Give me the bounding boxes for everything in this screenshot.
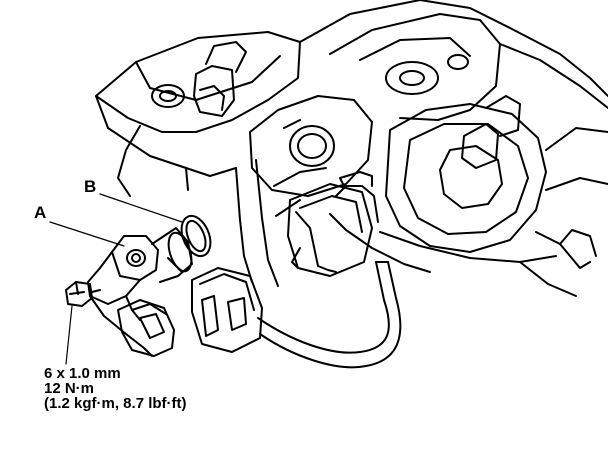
leader-line-a — [50, 222, 124, 246]
engine-block — [96, 0, 608, 296]
camshaft-position-sensor — [88, 228, 196, 356]
engine-connector — [288, 172, 378, 276]
torque-nm: 12 N·m — [44, 380, 95, 397]
mounting-bolt — [66, 282, 100, 306]
torque-alt: (1.2 kgf·m, 8.7 lbf·ft) — [44, 395, 187, 412]
leader-lines — [50, 194, 182, 364]
torque-spec: 6 x 1.0 mm 12 N·m (1.2 kgf·m, 8.7 lbf·ft… — [44, 366, 187, 411]
bolt-size: 6 x 1.0 mm — [44, 365, 121, 382]
leader-line-b — [100, 194, 182, 222]
callout-b: B — [84, 177, 97, 196]
leader-line-bolt — [66, 306, 72, 364]
o-ring — [176, 212, 216, 261]
callout-a: A — [34, 203, 47, 222]
wiring-harness — [192, 262, 400, 367]
